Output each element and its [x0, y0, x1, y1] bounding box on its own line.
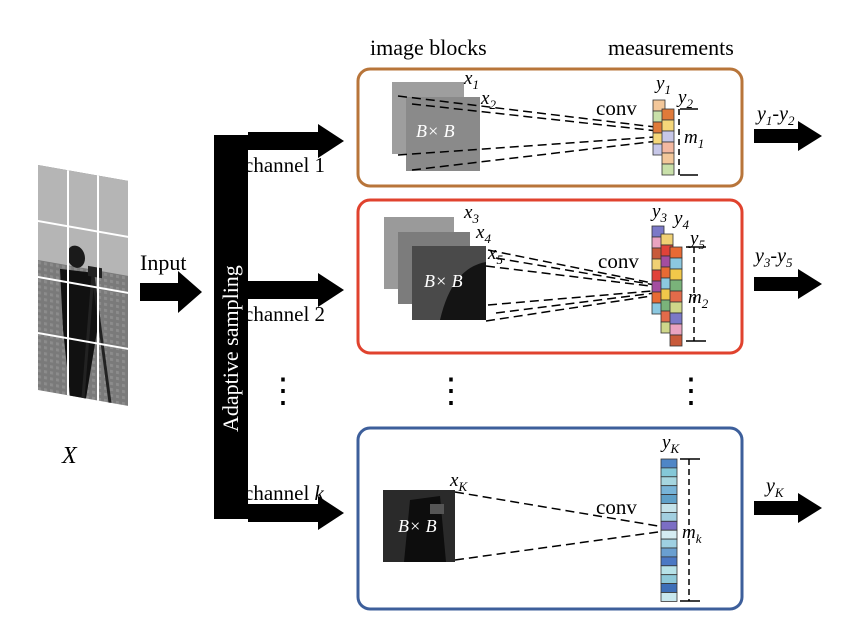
block-size-label: B× B: [424, 271, 463, 291]
channel-2-arrow: [248, 273, 344, 307]
measurement-cell: [660, 494, 678, 504]
m2-bracket: [686, 246, 706, 342]
measurement-cell: [660, 458, 678, 469]
yK-label: yK: [660, 432, 680, 456]
m2-label: m2: [688, 287, 709, 311]
block-size-label: B× B: [398, 516, 437, 536]
measurement-cell: [669, 246, 683, 259]
measurement-cell: [669, 290, 683, 303]
grid-lines: [38, 170, 128, 401]
measurement-cell: [669, 312, 683, 325]
measurement-cell: [660, 485, 678, 496]
measurement-cell: [669, 323, 683, 336]
y1-label: y1: [654, 73, 671, 97]
measurement-cell: [660, 233, 674, 246]
measurement-cell: [669, 268, 683, 281]
measurement-cell: [660, 538, 678, 549]
adaptive-sampling-bar: [214, 135, 248, 519]
input-image: [38, 165, 128, 406]
measurement-cell: [669, 301, 683, 314]
measurement-vectors: [652, 99, 675, 176]
conv-label: conv: [598, 249, 639, 273]
measurement-cell: [660, 503, 678, 513]
input-image-label: X: [61, 443, 78, 469]
mk-bracket: [680, 458, 700, 602]
measurement-cell: [660, 583, 678, 593]
measurement-cell: [661, 108, 675, 121]
output-k-arrow: [754, 493, 822, 523]
measurement-vector: [660, 458, 678, 602]
measurement-cell: [660, 547, 678, 558]
channel-arrows: [248, 124, 344, 530]
y5-label: y5: [688, 228, 705, 252]
measurement-cell: [669, 334, 683, 347]
image-block: [406, 97, 480, 171]
input-label: Input: [140, 250, 186, 275]
ellipsis-3: ⋮: [674, 373, 708, 410]
measurement-vector: [651, 225, 665, 315]
measurement-cell: [660, 512, 678, 522]
x3-label: x3: [463, 202, 479, 226]
output-k-label: yK: [764, 475, 785, 500]
measurement-cell: [660, 574, 678, 585]
measurement-vector: [661, 108, 675, 176]
measurement-cell: [660, 467, 678, 478]
channel-2-box: B× B x3 x4 x5 conv y3 y4 y5 m2: [356, 198, 744, 355]
measurement-vector: [660, 233, 674, 334]
output-1-arrow: [754, 121, 822, 151]
conv-label: conv: [596, 96, 637, 120]
measurement-cell: [669, 279, 683, 292]
x1-label: x1: [463, 68, 479, 92]
measurement-vector: [669, 246, 683, 347]
x2-label: x2: [480, 88, 496, 112]
measurement-cell: [661, 119, 675, 132]
conv-label: conv: [596, 495, 637, 519]
mk-label: mk: [682, 522, 702, 546]
x5-label: x5: [487, 243, 503, 267]
block-size-label: B× B: [416, 121, 455, 141]
ellipsis-2: ⋮: [434, 373, 468, 410]
measurement-cell: [661, 152, 675, 165]
channel-1-arrow: [248, 124, 344, 158]
channel-1-label: channel 1: [244, 153, 325, 177]
measurement-cell: [660, 592, 678, 602]
m1-bracket: [678, 108, 698, 176]
image-blocks-header: image blocks: [370, 35, 487, 60]
measurement-cell: [660, 565, 678, 576]
measurement-cell: [669, 257, 683, 270]
channel-1-box: B× B x1 x2 conv y1 y2 m1: [356, 67, 744, 188]
channel-k-box: B× B xK conv yK mk: [356, 426, 744, 611]
measurement-cell: [660, 520, 678, 531]
channel-k-arrow: [248, 496, 344, 530]
measurement-cell: [660, 556, 678, 567]
measurement-cell: [660, 476, 678, 487]
ellipsis-1: ⋮: [266, 373, 300, 410]
y2-label: y2: [676, 87, 693, 111]
measurement-cell: [660, 529, 678, 540]
m1-label: m1: [684, 127, 704, 151]
measurement-cell: [661, 141, 675, 154]
x4-label: x4: [475, 222, 491, 246]
output-2-arrow: [754, 269, 822, 299]
channel-k-label: channel k: [244, 481, 325, 505]
measurement-cell: [661, 130, 675, 143]
output-2-label: y3-y5: [753, 245, 793, 270]
measurements-header: measurements: [608, 35, 734, 60]
output-1-label: y1-y2: [755, 103, 795, 128]
input-arrow: [140, 271, 202, 313]
measurement-vectors: [660, 458, 678, 602]
measurement-cell: [661, 163, 675, 176]
xK-label: xK: [449, 470, 468, 494]
channel-2-label: channel 2: [244, 302, 325, 326]
y4-label: y4: [672, 208, 689, 232]
measurement-vectors: [651, 225, 683, 347]
adaptive-sampling-label: Adaptive sampling: [218, 265, 243, 432]
y3-label: y3: [650, 201, 667, 225]
